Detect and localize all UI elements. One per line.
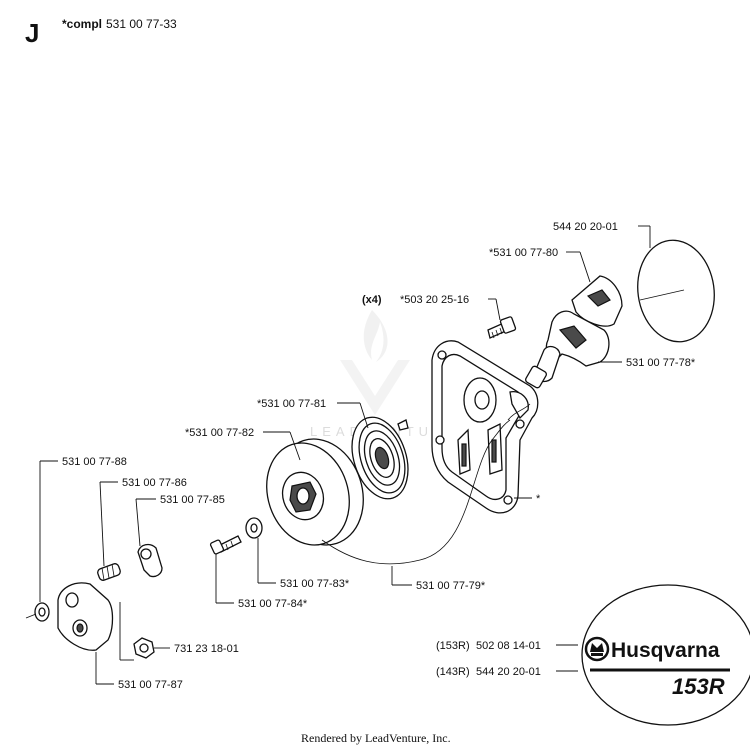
section-letter: J <box>25 18 39 48</box>
callout-cover: 531 00 77-87 <box>118 679 183 691</box>
spring-cassette-part <box>351 416 409 500</box>
badge-brand: Husqvarna <box>611 639 720 662</box>
watermark-logo <box>340 310 410 415</box>
callout-spring-cassette: *531 00 77-81 <box>257 398 326 410</box>
callout-handle-insert: *531 00 77-80 <box>489 247 558 259</box>
starter-rope-part <box>321 419 511 565</box>
decal-list-part-1: 502 08 14-01 <box>476 640 541 652</box>
callout-housing: * <box>536 493 541 505</box>
callout-decal: 544 20 20-01 <box>553 221 618 233</box>
callout-spring-small: 531 00 77-86 <box>122 477 187 489</box>
decal-list-part-2: 544 20 20-01 <box>476 666 541 678</box>
callout-handle: 531 00 77-78* <box>626 357 696 369</box>
footer-credit: Rendered by LeadVenture, Inc. <box>301 731 451 745</box>
callout-rope: 531 00 77-79* <box>416 580 486 592</box>
left-washer-part <box>25 602 50 622</box>
starter-handle-part <box>525 310 610 389</box>
pulley-screw-part <box>209 535 242 555</box>
pawl-spring-part <box>97 563 121 581</box>
pawl-cover-part <box>57 582 114 651</box>
decal-list-model-1: (153R) <box>436 640 470 652</box>
pawl-part <box>137 543 163 578</box>
badge-model: 153R <box>672 674 725 699</box>
husqvarna-crown-logo <box>584 636 610 662</box>
callout-screw: 531 00 77-84* <box>238 598 308 610</box>
rope-pulley-part <box>266 438 364 546</box>
starter-housing-part <box>431 340 539 514</box>
nut-part <box>133 637 155 659</box>
handle-insert-part <box>571 275 623 327</box>
assembly-prefix: *compl <box>62 17 102 31</box>
washer-part <box>245 517 263 539</box>
housing-screw-part <box>487 316 517 339</box>
assembly-number: 531 00 77-33 <box>106 17 177 31</box>
decal-badge: Husqvarna 153R <box>581 584 750 726</box>
decal-list-model-2: (143R) <box>436 666 470 678</box>
callout-screws-qty: (x4) <box>362 294 382 306</box>
callout-washer: 531 00 77-83* <box>280 578 350 590</box>
callout-washer-left: 531 00 77-88 <box>62 456 127 468</box>
callout-screws: *503 20 25-16 <box>400 294 469 306</box>
decal-disc <box>637 239 715 343</box>
leader-lines <box>39 225 651 685</box>
callout-pulley: *531 00 77-82 <box>185 427 254 439</box>
callout-nut: 731 23 18-01 <box>174 643 239 655</box>
callout-pawl: 531 00 77-85 <box>160 494 225 506</box>
